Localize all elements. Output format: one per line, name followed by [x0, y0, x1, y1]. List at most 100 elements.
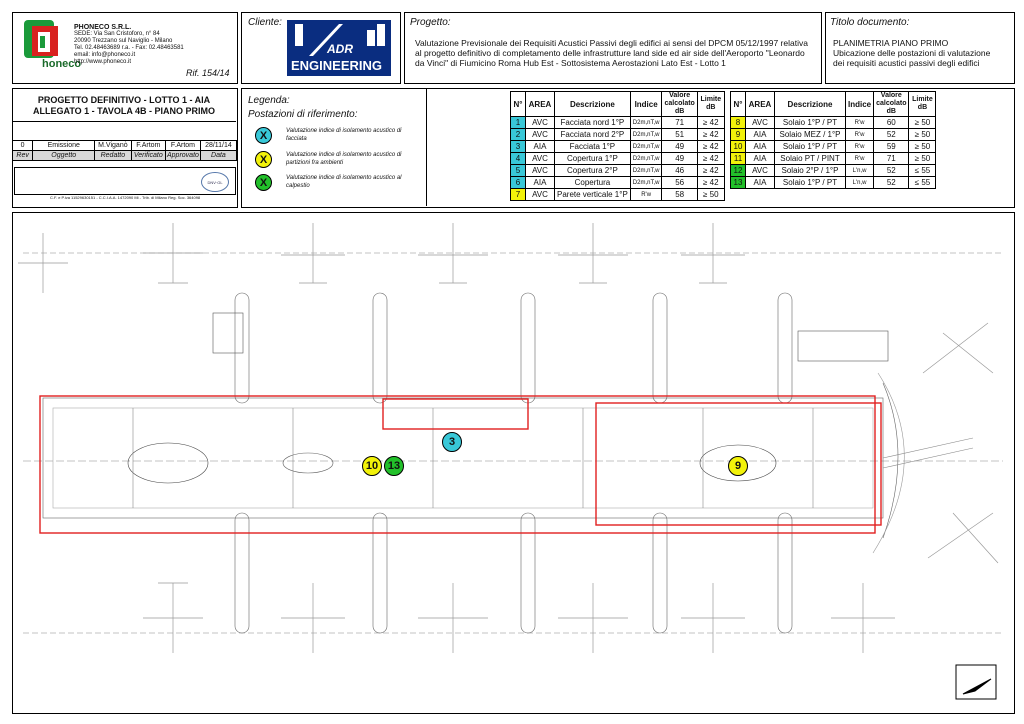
- reference-number: Rif. 154/14: [186, 68, 230, 78]
- table-cell-area: AVC: [525, 188, 555, 201]
- legend-symbol-footfall: X: [255, 174, 272, 191]
- legend-panel: [241, 88, 1015, 208]
- table-cell-val: 59: [873, 140, 910, 153]
- table-cell-n: 8: [730, 116, 746, 129]
- table-cell-desc: Facciata nord 1°P: [554, 116, 631, 129]
- client-panel: [241, 12, 401, 84]
- table-cell-n: 6: [510, 176, 526, 189]
- footer-note: C.F. e P.iva 11529630151 - C.C.I.A.A. 14…: [50, 195, 201, 200]
- table-cell-n: 1: [510, 116, 526, 129]
- floor-plan: [18, 223, 1003, 700]
- table-cell-area: AIA: [745, 152, 775, 165]
- table-cell-desc: Solaio 1°P / PT: [774, 176, 846, 189]
- document-id: PROGETTO DEFINITIVO - LOTTO 1 - AIA ALLE…: [32, 95, 215, 116]
- table-cell-desc: Solaio MEZ / 1°P: [774, 128, 846, 141]
- table-cell-desc: Copertura 1°P: [554, 152, 631, 165]
- project-description: Valutazione Previsionale dei Requisiti A…: [415, 38, 808, 68]
- table-cell-n: 2: [510, 128, 526, 141]
- table-cell-area: AIA: [745, 128, 775, 141]
- table-cell-lim: ≤ 55: [908, 176, 937, 189]
- project-panel: [404, 12, 822, 84]
- table-cell-n: 13: [730, 176, 746, 189]
- phoneco-logo: [22, 18, 67, 68]
- table-cell-ind: R'w: [844, 116, 875, 129]
- table-cell-n: 7: [510, 188, 526, 201]
- table-cell-val: 46: [661, 164, 698, 177]
- legend-symbol-facade: X: [255, 127, 272, 144]
- table-cell-val: 71: [873, 152, 910, 165]
- table-cell-area: AVC: [745, 116, 775, 129]
- table-cell-ind: L'n,w: [844, 176, 875, 189]
- table-cell-desc: Facciata 1°P: [554, 140, 631, 153]
- table-cell-val: 49: [661, 140, 698, 153]
- table-cell-lim: ≥ 50: [908, 128, 937, 141]
- adr-logo-bottom: ENGINEERING: [291, 58, 383, 73]
- table-cell-lim: ≥ 50: [908, 116, 937, 129]
- company-address: SEDE: Via San Cristoforo, n° 84 20090 Tr…: [74, 31, 184, 65]
- table-cell-lim: ≤ 55: [908, 164, 937, 177]
- table-cell-val: 52: [873, 164, 910, 177]
- signature-box: [14, 167, 236, 195]
- table-cell-lim: ≥ 50: [908, 152, 937, 165]
- table-cell-ind: D2m,nT,w: [629, 152, 663, 165]
- marker-13: 13: [384, 456, 404, 476]
- client-label: Cliente:: [248, 17, 282, 28]
- table-cell-lim: ≥ 42: [696, 116, 725, 129]
- revision-table: 0 Emissione M.Viganò F.Artom F.Artom 28/…: [11, 140, 238, 161]
- adr-logo-top: ADR: [327, 42, 353, 56]
- table-cell-area: AVC: [745, 164, 775, 177]
- table-cell-lim: ≥ 50: [908, 140, 937, 153]
- table-cell-ind: D2m,nT,w: [629, 176, 663, 189]
- table-cell-ind: L'n,w: [844, 164, 875, 177]
- legend-divider: [426, 88, 427, 206]
- table-cell-desc: Solaio 2°P / 1°P: [774, 164, 846, 177]
- table-cell-n: 10: [730, 140, 746, 153]
- table-cell-area: AIA: [525, 176, 555, 189]
- company-panel: [12, 12, 238, 84]
- document-id-rule: [12, 121, 236, 122]
- marker-10: 10: [362, 456, 382, 476]
- table-cell-area: AVC: [525, 128, 555, 141]
- table-cell-desc: Copertura 2°P: [554, 164, 631, 177]
- legend-text-footfall: Valutazione indice di isolamento acustic…: [286, 175, 402, 189]
- table-cell-area: AVC: [525, 152, 555, 165]
- legend-symbol-partition: X: [255, 151, 272, 168]
- table-cell-desc: Solaio 1°P / PT: [774, 140, 846, 153]
- marker-9: 9: [728, 456, 748, 476]
- table-cell-n: 11: [730, 152, 746, 165]
- table-cell-n: 4: [510, 152, 526, 165]
- table-cell-n: 5: [510, 164, 526, 177]
- legend-subtitle: Postazioni di riferimento:: [248, 109, 358, 120]
- certification-badge: DNV·GL: [201, 172, 229, 192]
- table-cell-lim: ≥ 42: [696, 128, 725, 141]
- table-cell-area: AIA: [525, 140, 555, 153]
- document-title: PLANIMETRIA PIANO PRIMO Ubicazione delle…: [833, 38, 991, 68]
- table-cell-val: 56: [661, 176, 698, 189]
- table-cell-val: 51: [661, 128, 698, 141]
- results-table-left: N° AREA Descrizione Indice Valore calcol…: [510, 91, 725, 201]
- project-label: Progetto:: [410, 17, 451, 28]
- table-cell-val: 49: [661, 152, 698, 165]
- table-cell-ind: R'w: [844, 140, 875, 153]
- results-table-right: N° AREA Descrizione Indice Valore calcol…: [730, 91, 937, 189]
- certification-badge-text: DNV·GL: [207, 179, 223, 185]
- legend-text-partition: Valutazione indice di isolamento acustic…: [286, 152, 402, 166]
- document-title-panel: [825, 12, 1015, 84]
- table-cell-n: 12: [730, 164, 746, 177]
- legend-title: Legenda:: [248, 95, 290, 106]
- table-cell-lim: ≥ 42: [696, 140, 725, 153]
- drawing-frame: [12, 212, 1015, 714]
- table-cell-desc: Solaio 1°P / PT: [774, 116, 846, 129]
- table-cell-val: 52: [873, 128, 910, 141]
- table-cell-lim: ≥ 42: [696, 176, 725, 189]
- table-cell-ind: R'w: [844, 152, 875, 165]
- table-cell-val: 71: [661, 116, 698, 129]
